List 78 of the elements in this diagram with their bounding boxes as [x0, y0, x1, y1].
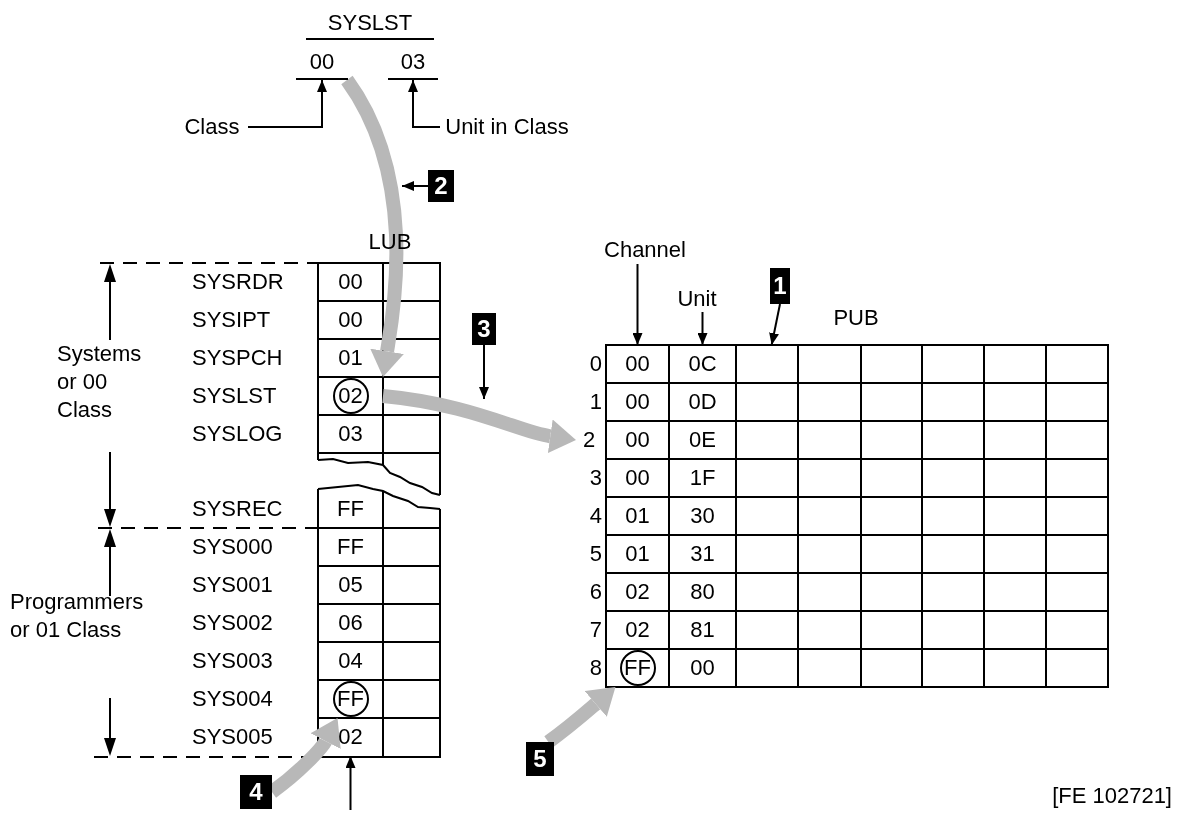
callout-number: 3: [472, 313, 496, 345]
hex-code: 00: [669, 649, 736, 687]
hex-code: 05: [318, 566, 383, 604]
hex-code: 00: [606, 421, 669, 459]
row-name: SYSLST: [192, 382, 278, 410]
row-name: SYS001: [192, 571, 274, 599]
row-number: 4: [588, 502, 602, 530]
label-text: 2: [576, 421, 602, 459]
arrow: [247, 79, 327, 128]
shaded-flow-arrow: [544, 687, 616, 748]
row-name: SYS005: [192, 723, 274, 751]
arrow: [345, 755, 356, 811]
field-value: 03: [388, 46, 438, 80]
shaded-flow-arrow: [341, 76, 404, 377]
row-number: 5: [588, 540, 602, 568]
hex-code: 02: [606, 611, 669, 649]
hex-code: 30: [669, 497, 736, 535]
hex-code: 31: [669, 535, 736, 573]
row-number: 8: [588, 654, 602, 682]
row-name: SYS003: [192, 647, 274, 675]
hex-code: 81: [669, 611, 736, 649]
hex-code: 06: [318, 604, 383, 642]
hex-code: 00: [318, 301, 383, 339]
shaded-flow-arrow: [382, 389, 576, 450]
hex-code: 01: [318, 339, 383, 377]
hex-code: 00: [606, 383, 669, 421]
row-name: SYSPCH: [192, 344, 284, 372]
label-text: Unit in Class: [440, 113, 574, 141]
row-name: SYS004: [192, 685, 274, 713]
label-text: Class: [176, 113, 248, 141]
arrow: [697, 311, 708, 346]
row-name: SYSREC: [192, 495, 284, 523]
hex-code: 0E: [669, 421, 736, 459]
hex-code: 00: [606, 345, 669, 383]
hex-code: 01: [606, 497, 669, 535]
hex-code: 0D: [669, 383, 736, 421]
hex-code: 04: [318, 642, 383, 680]
table-title: PUB: [832, 304, 880, 332]
arrow: [408, 79, 441, 128]
hex-code: FF: [318, 490, 383, 528]
hex-code: 1F: [669, 459, 736, 497]
row-number: 7: [588, 616, 602, 644]
hex-code: 00: [318, 263, 383, 301]
row-name: SYSRDR: [192, 268, 285, 296]
label-text: Unit: [672, 286, 722, 312]
field-value: 00: [296, 46, 348, 80]
hex-code: 03: [318, 415, 383, 453]
hex-code: 02: [318, 718, 383, 756]
row-number: 6: [588, 578, 602, 606]
group-label: Systems or 00 Class: [57, 340, 143, 424]
arrow: [479, 344, 489, 400]
lub-table: [318, 263, 440, 757]
callout-number: 1: [770, 268, 790, 304]
row-number: 1: [588, 388, 602, 416]
callout-number: 4: [240, 775, 272, 809]
row-name: SYSIPT: [192, 306, 272, 334]
row-number: 0: [588, 350, 602, 378]
hex-code: 02: [606, 573, 669, 611]
heading-text: SYSLST: [306, 8, 434, 40]
row-name: SYS000: [192, 533, 274, 561]
group-label: Programmers or 01 Class: [10, 588, 144, 644]
callout-number: 2: [428, 170, 454, 202]
arrow: [632, 263, 643, 346]
hex-code: 00: [606, 459, 669, 497]
row-number: 3: [588, 464, 602, 492]
row-name: SYS002: [192, 609, 274, 637]
arrow: [401, 181, 429, 191]
hex-code: 80: [669, 573, 736, 611]
hex-code: 0C: [669, 345, 736, 383]
label-text: Channel: [600, 236, 690, 264]
callout-number: 5: [526, 742, 554, 776]
table-title: LUB: [367, 228, 413, 256]
hex-code: 01: [606, 535, 669, 573]
row-name: SYSLOG: [192, 420, 284, 448]
hex-code: FF: [318, 528, 383, 566]
arrow: [768, 303, 781, 346]
figure-id: [FE 102721]: [1051, 782, 1172, 810]
pub-table: [606, 345, 1108, 687]
